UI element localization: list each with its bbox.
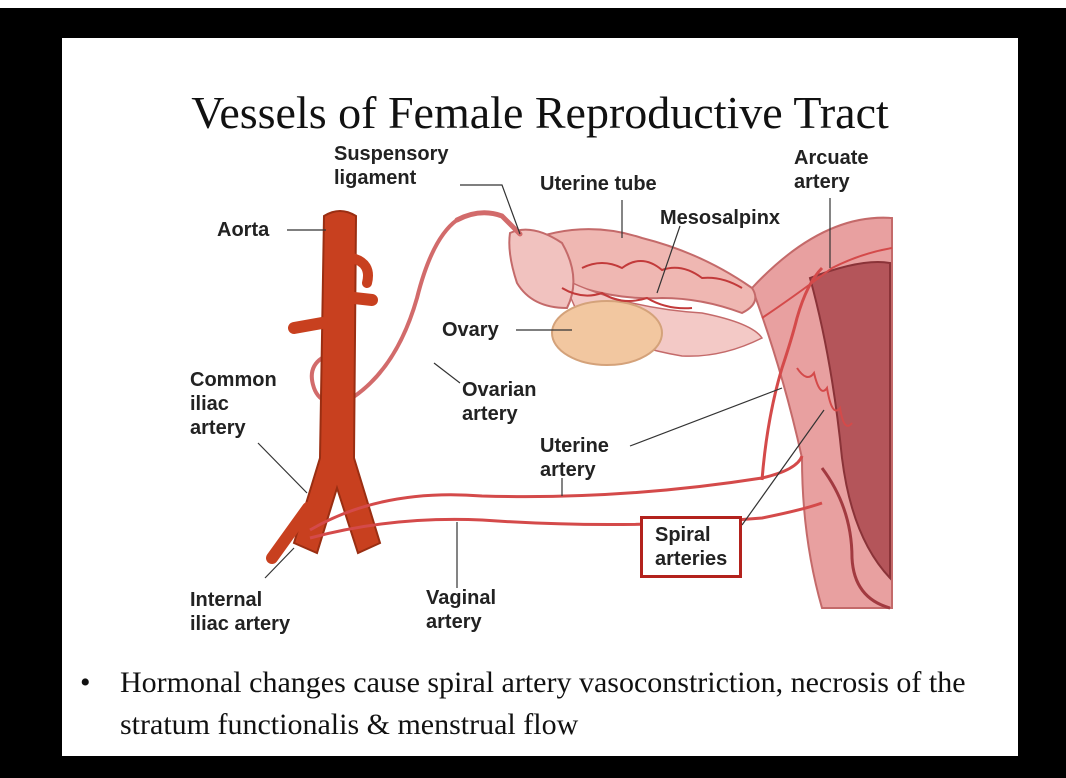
leader-ovarian-artery [434, 363, 460, 383]
slide: Vessels of Female Reproductive Tract [62, 38, 1018, 756]
label-internal-iliac-artery: Internal iliac artery [190, 588, 290, 636]
aorta-branch-right [354, 298, 372, 300]
bullet-dot: • [80, 662, 91, 704]
label-vaginal-artery: Vaginal artery [426, 586, 496, 634]
leader-uterine-artery [630, 388, 782, 446]
leader-common-iliac [258, 443, 307, 493]
label-ovary: Ovary [442, 318, 499, 342]
label-mesosalpinx: Mesosalpinx [660, 206, 780, 230]
label-ovarian-artery: Ovarian artery [462, 378, 536, 426]
aorta-branch-left [294, 323, 322, 328]
ovarian-artery-vessel [457, 213, 520, 234]
bullet-content: Hormonal changes cause spiral artery vas… [120, 666, 966, 741]
label-uterine-tube: Uterine tube [540, 172, 657, 196]
bullet-text: • Hormonal changes cause spiral artery v… [120, 662, 1000, 746]
label-common-iliac-artery: Common iliac artery [190, 368, 277, 440]
label-aorta: Aorta [217, 218, 269, 242]
ovary-shape [552, 301, 662, 365]
label-arcuate-artery: Arcuate artery [794, 146, 868, 194]
label-spiral-arteries: Spiral arteries [640, 516, 742, 578]
top-strip [0, 0, 1066, 8]
label-suspensory-ligament: Suspensory ligament [334, 142, 448, 190]
label-uterine-artery: Uterine artery [540, 434, 609, 482]
